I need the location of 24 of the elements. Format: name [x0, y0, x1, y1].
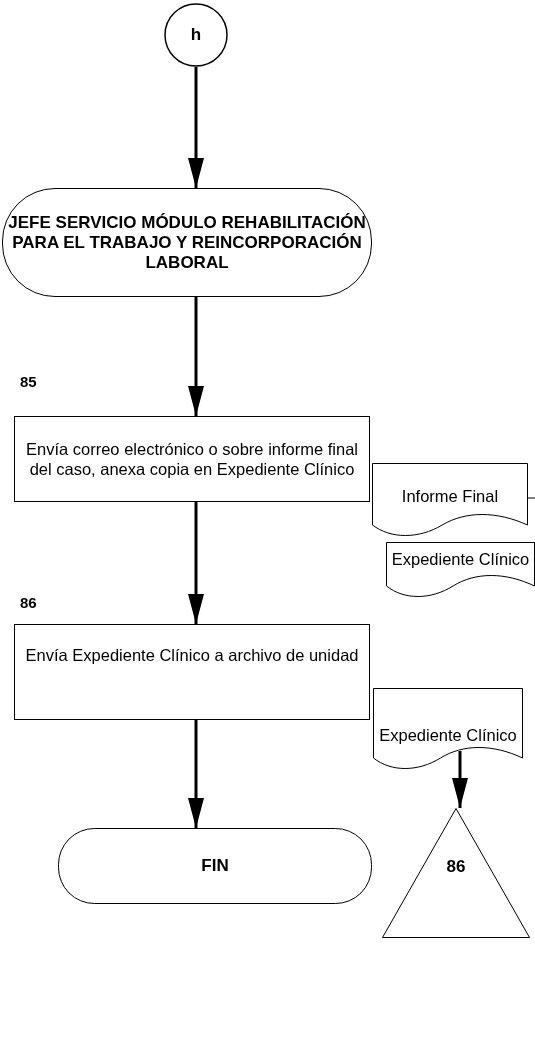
step-number: 85	[20, 373, 37, 390]
arrow	[188, 502, 204, 624]
process-box	[14, 416, 370, 502]
connector-line	[527, 497, 535, 499]
arrow	[452, 751, 468, 808]
arrow	[188, 67, 204, 188]
step-number: 86	[20, 594, 37, 611]
shape-text: Envía Expediente Clínico a archivo de unidad	[24, 645, 360, 666]
shape-text: Informe Final	[400, 486, 500, 507]
shape-label: 86	[445, 856, 467, 878]
document-shape	[373, 688, 523, 772]
arrow	[188, 297, 204, 416]
shape-label: JEFE SERVICIO MÓDULO REHABILITACIÓN PARA EL TRABAJO Y REINCORPORACIÓN LABORAL	[7, 211, 367, 274]
shape-label: FIN	[200, 855, 230, 877]
connector-circle	[164, 3, 228, 67]
archive-triangle	[382, 808, 530, 938]
shape-label: h	[189, 24, 203, 46]
arrow	[188, 720, 204, 828]
shape-text: Envía correo electrónico o sobre informe final del caso, anexa copia en Expediente Clínico	[25, 439, 359, 480]
shape-text: Expediente Clínico	[378, 725, 518, 746]
process-box	[14, 624, 370, 720]
document-shape	[372, 463, 528, 539]
shape-text: Expediente Clínico	[390, 549, 531, 570]
document-shape	[386, 542, 535, 600]
